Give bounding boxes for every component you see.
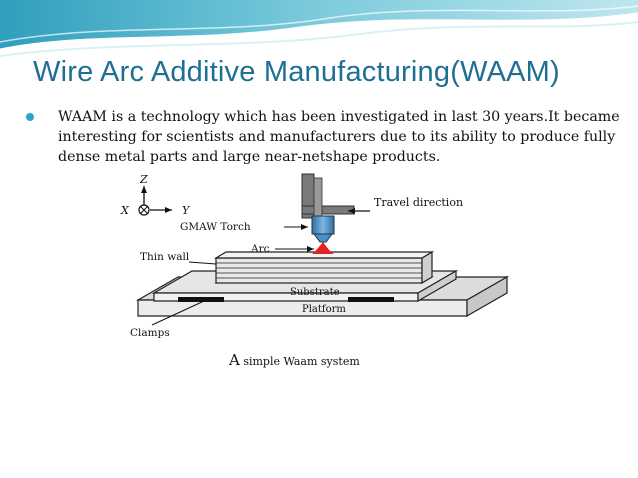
- clamp-left: [178, 297, 224, 302]
- bullet-list: WAAM is a technology which has been inve…: [22, 107, 622, 167]
- caption-first-letter: A: [229, 351, 240, 369]
- platform-label: Platform: [302, 304, 346, 315]
- axis-z-label: Z: [139, 173, 148, 186]
- waam-diagram: Z X Y Platform Substrate: [120, 173, 510, 339]
- travel-direction-arrow: Travel direction: [348, 196, 463, 214]
- callouts: GMAW Torch Arc Thin wall Clamps: [130, 221, 314, 339]
- gmaw-torch: [301, 173, 355, 254]
- bullet-item: WAAM is a technology which has been inve…: [22, 107, 622, 167]
- coordinate-axes: Z X Y: [120, 173, 191, 217]
- header-wave-decoration: [0, 0, 638, 57]
- figure-caption: A simple Waam system: [229, 351, 360, 369]
- gmaw-torch-label: GMAW Torch: [180, 221, 251, 233]
- bullet-dot-icon: [26, 113, 34, 121]
- axis-x-label: X: [120, 204, 130, 217]
- axis-y-label: Y: [182, 204, 191, 217]
- clamp-right: [348, 297, 394, 302]
- arc-label: Arc: [250, 243, 270, 255]
- thin-wall: [213, 250, 435, 285]
- arc-flame: [312, 242, 334, 254]
- thin-wall-label: Thin wall: [140, 251, 190, 263]
- bullet-text: WAAM is a technology which has been inve…: [58, 109, 620, 165]
- caption-text: simple Waam system: [239, 355, 360, 368]
- substrate-label: Substrate: [290, 287, 340, 298]
- travel-direction-label: Travel direction: [374, 196, 463, 209]
- clamps-label: Clamps: [130, 327, 170, 339]
- slide-title: Wire Arc Additive Manufacturing(WAAM): [33, 56, 560, 88]
